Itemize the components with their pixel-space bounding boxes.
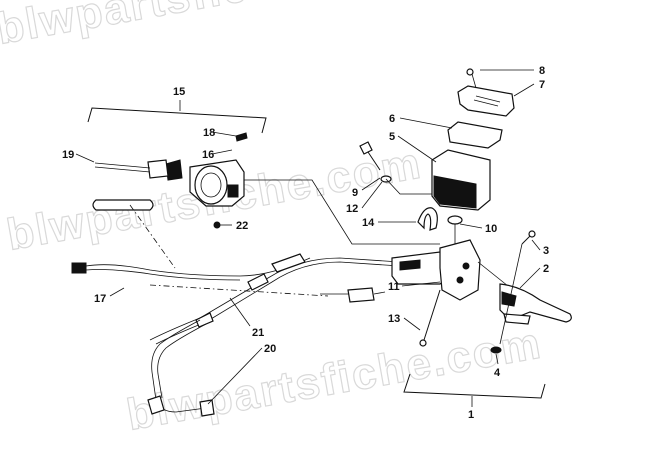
- callout-12: 12: [346, 203, 358, 215]
- callout-16: 16: [202, 149, 214, 161]
- switch-housing: [94, 132, 248, 229]
- callout-22: 22: [236, 220, 248, 232]
- callout-8: 8: [539, 65, 545, 77]
- callout-4: 4: [494, 367, 501, 379]
- bracket-1: [403, 373, 546, 399]
- switch-to-cylinder-line: [244, 179, 440, 245]
- callout-11: 11: [388, 281, 400, 293]
- bracket-15: [87, 107, 267, 134]
- callout-10: 10: [485, 223, 497, 235]
- callout-15: 15: [173, 86, 185, 98]
- callout-19: 19: [62, 149, 74, 161]
- callout-3: 3: [543, 245, 549, 257]
- callout-13: 13: [388, 313, 400, 325]
- callout-labels: 1 2 3 4 5 6 7 8 9 10 11 12 13 14 15 16 1…: [62, 65, 549, 421]
- callout-9: 9: [352, 187, 358, 199]
- watermark-text-1: blwpartsfiche.com: [0, 0, 416, 54]
- routing-line-b: [149, 284, 329, 297]
- handgrip-tube: [92, 199, 154, 211]
- callout-7: 7: [539, 79, 545, 91]
- screw-13: [419, 289, 441, 347]
- reservoir: [431, 68, 515, 244]
- push-rod: [320, 287, 386, 303]
- brake-line: [147, 319, 215, 417]
- bolt-and-washer: [359, 141, 432, 195]
- brake-lever: [477, 230, 572, 354]
- clamp: [417, 207, 438, 231]
- callout-21: 21: [252, 327, 264, 339]
- leader-lines: [75, 69, 541, 405]
- callout-14: 14: [362, 217, 375, 229]
- callout-18: 18: [203, 127, 215, 139]
- brake-hose: [149, 253, 401, 345]
- callout-6: 6: [389, 113, 395, 125]
- callout-20: 20: [264, 343, 276, 355]
- callout-1: 1: [468, 409, 474, 421]
- watermark: blwpartsfiche.com blwpartsfiche.com blwp…: [0, 0, 546, 440]
- callout-5: 5: [389, 131, 395, 143]
- master-cylinder: [391, 239, 481, 301]
- callout-2: 2: [543, 263, 549, 275]
- wiring-harness: [71, 257, 311, 281]
- watermark-text-3: blwpartsfiche.com: [123, 319, 545, 440]
- callout-17: 17: [94, 293, 106, 305]
